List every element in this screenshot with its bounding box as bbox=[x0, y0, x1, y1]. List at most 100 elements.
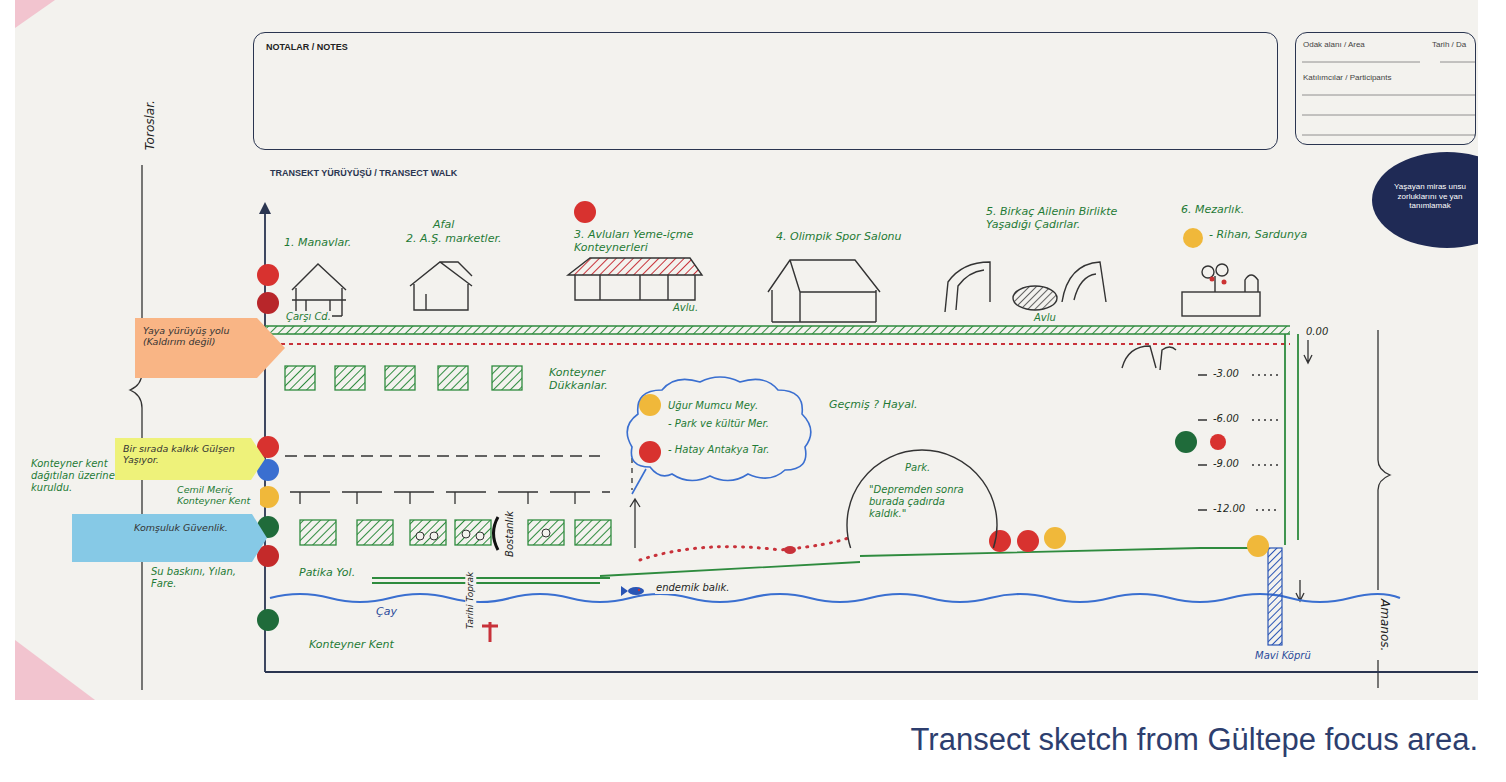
sketch-label: 6. Mezarlık. bbox=[1180, 203, 1245, 216]
flower-dot bbox=[1222, 280, 1227, 285]
building-sketch bbox=[292, 264, 346, 316]
building-sketch bbox=[1202, 266, 1214, 278]
sketch-label: Geçmiş ? Hayal. bbox=[828, 398, 919, 411]
sticky-note-shape bbox=[72, 514, 267, 562]
flower-dot bbox=[1210, 277, 1215, 282]
dashed-row bbox=[300, 492, 575, 504]
sticker-dot bbox=[257, 201, 1269, 631]
sketch-label: Tarihi Toprak bbox=[465, 570, 476, 629]
garden-plant bbox=[416, 529, 550, 540]
sketch-label: -3.00 bbox=[1212, 368, 1240, 380]
sketch-label: Afal bbox=[432, 218, 455, 231]
range-bracket bbox=[1378, 330, 1390, 590]
street-band bbox=[265, 326, 1290, 334]
chart-axis bbox=[265, 671, 1478, 673]
container-row bbox=[335, 366, 365, 390]
walk-route bbox=[600, 548, 1262, 576]
container-row bbox=[455, 520, 491, 545]
sketch-label: -12.00 bbox=[1212, 503, 1246, 515]
sketch-label: Toroslar. bbox=[143, 99, 157, 151]
form-line bbox=[1302, 62, 1476, 135]
sticky-note-outline bbox=[115, 438, 265, 480]
chart-axis bbox=[259, 202, 271, 214]
container-row bbox=[492, 366, 522, 390]
node-text: Yaya yürüyüş yolu (Kaldırım değil) bbox=[143, 325, 253, 348]
paper-corner bbox=[15, 0, 55, 28]
container-row bbox=[300, 520, 336, 545]
node-text: Tarih / Da bbox=[1432, 40, 1476, 50]
sketch-label: Mavi Köprü bbox=[1254, 650, 1312, 662]
building-sketch bbox=[575, 275, 695, 300]
building-sketch bbox=[1216, 264, 1228, 276]
sketch-label: Konteyner kent dağıtılan üzerine kuruldu… bbox=[30, 458, 117, 494]
node-text: Bir sırada kalkık Gülşen Yaşıyor. bbox=[123, 443, 235, 466]
garden-bracket bbox=[494, 517, 499, 550]
node-text: "Depremden sonra burada çadırda kaldık." bbox=[869, 484, 979, 520]
building-sketch bbox=[1122, 346, 1176, 370]
dashed-row bbox=[285, 455, 600, 456]
info-oval-outline bbox=[1372, 152, 1478, 248]
sketch-label: Avlu bbox=[1033, 312, 1057, 324]
node-text: Komşuluk Güvenlik. bbox=[134, 522, 239, 533]
building-sketch bbox=[292, 258, 1260, 370]
street-band bbox=[265, 343, 1290, 345]
sketch-label: Avlu. bbox=[672, 302, 699, 314]
sketch-label: - Rihan, Sardunya bbox=[1208, 228, 1308, 241]
sketch-label: Bostanlık bbox=[504, 510, 516, 558]
garden-plant bbox=[476, 532, 484, 540]
sticky-note-outline bbox=[135, 318, 285, 378]
garden-plant bbox=[462, 530, 470, 538]
red-trail bbox=[640, 538, 848, 560]
walk-route bbox=[1285, 334, 1298, 545]
sketch-label: endemik balık. bbox=[655, 582, 730, 594]
garden-bracket bbox=[494, 517, 499, 550]
info-oval: Yaşayan miras unsu zorluklarını ve yan t… bbox=[1372, 152, 1478, 248]
container-row bbox=[357, 520, 393, 545]
range-bracket bbox=[130, 165, 142, 690]
sketch-label: 4. Olimpik Spor Salonu bbox=[775, 230, 903, 243]
sketch-label: Konteyner Kent bbox=[308, 638, 395, 651]
thought-cloud-shape bbox=[620, 372, 820, 494]
node-text: - Park ve kültür Mer. bbox=[668, 418, 796, 430]
sticker-dot bbox=[257, 264, 279, 286]
street-band bbox=[265, 326, 1290, 334]
building-sketch bbox=[945, 262, 990, 312]
node-text: - Hatay Antakya Tar. bbox=[668, 444, 796, 456]
depth-tick bbox=[1198, 375, 1207, 510]
sketch-label: Cemil Meriç Konteyner Kent bbox=[176, 484, 260, 507]
sketch-label: 1. Manavlar. bbox=[283, 236, 352, 249]
sketch-label: 3. Avluları Yeme-içme Konteynerleri bbox=[573, 228, 735, 254]
sketch-label: Çay bbox=[375, 605, 398, 618]
direction-arrow bbox=[1296, 580, 1304, 601]
building-sketch bbox=[768, 260, 880, 322]
garden-plant bbox=[542, 529, 550, 537]
sticker-dot bbox=[989, 530, 1011, 552]
sticker-dot bbox=[574, 201, 596, 223]
node-text: Yaşayan miras unsu zorluklarını ve yan t… bbox=[1384, 182, 1476, 211]
building-sketch bbox=[1182, 292, 1260, 316]
paper-sheet bbox=[15, 0, 1478, 700]
thought-cloud-outline bbox=[627, 377, 811, 494]
building-sketch bbox=[1062, 262, 1106, 302]
node-text: NOTALAR / NOTES bbox=[266, 42, 666, 53]
sticker-dot bbox=[639, 441, 661, 463]
sketch-label: 0.00 bbox=[1305, 326, 1329, 338]
walk-route bbox=[372, 334, 1298, 583]
container-row bbox=[285, 366, 611, 545]
sticker-dot bbox=[1044, 527, 1066, 549]
node-text: Odak alanı / Area bbox=[1303, 40, 1413, 50]
container-row bbox=[410, 520, 446, 545]
building-sketch bbox=[1013, 286, 1057, 310]
sketch-label: -9.00 bbox=[1212, 458, 1240, 470]
sticker-dot bbox=[1247, 535, 1269, 557]
node-text: Park. bbox=[905, 462, 955, 474]
thought-cloud: Uğur Mumcu Mey.- Park ve kültür Mer.- Ha… bbox=[620, 372, 820, 494]
park-dome-outline bbox=[847, 450, 997, 548]
walk-route bbox=[372, 578, 610, 583]
red-trail bbox=[784, 546, 796, 554]
dashed-row bbox=[631, 458, 632, 490]
sheet-title: TRANSEKT YÜRÜYÜŞÜ / TRANSECT WALK bbox=[270, 168, 457, 178]
